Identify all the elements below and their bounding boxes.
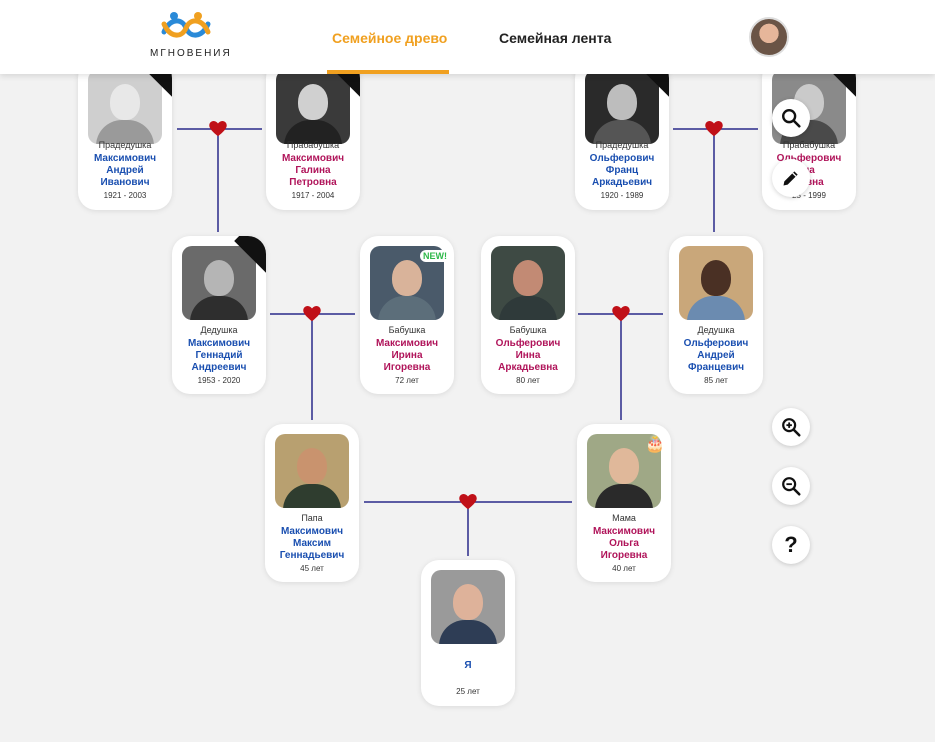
birthday-cake-icon: 🎂 xyxy=(645,436,665,453)
person-role: Бабушка xyxy=(388,325,426,335)
person-photo xyxy=(276,70,350,144)
person-dates: 1920 - 1989 xyxy=(600,191,644,200)
help-icon: ? xyxy=(784,532,798,557)
person-photo xyxy=(182,246,256,320)
zoom-in-button[interactable] xyxy=(772,408,810,446)
person-dates: 1921 - 2003 xyxy=(103,191,147,200)
couple-heart-icon xyxy=(459,494,477,510)
person-dates: 1953 - 2020 xyxy=(197,376,241,385)
edit-button[interactable] xyxy=(772,159,810,197)
zoom-out-icon xyxy=(782,477,801,496)
person-dates: 40 лет xyxy=(612,564,636,573)
person-role: Прадедушка xyxy=(595,140,649,150)
person-dates: 85 лет xyxy=(704,376,728,385)
person-card-me[interactable]: Я 25 лет xyxy=(421,560,515,706)
person-role: Папа xyxy=(301,513,323,523)
person-photo xyxy=(275,434,349,508)
couple-heart-icon xyxy=(612,306,630,322)
person-role: Прабабушка xyxy=(286,140,340,150)
tab-family-feed[interactable]: Семейная лента xyxy=(499,30,612,46)
person-dates: 45 лет xyxy=(300,564,324,573)
edit-pencil-icon xyxy=(783,171,798,186)
person-photo xyxy=(491,246,565,320)
person-photo xyxy=(431,570,505,644)
active-tab-indicator xyxy=(327,70,449,74)
user-avatar[interactable] xyxy=(749,17,789,57)
couple-heart-icon xyxy=(303,306,321,322)
tab-family-tree[interactable]: Семейное древо xyxy=(332,30,448,46)
person-name: Я xyxy=(464,660,472,671)
person-role: Прадедушка xyxy=(98,140,152,150)
new-badge: NEW! xyxy=(420,250,450,262)
person-role: Дедушка xyxy=(697,325,735,335)
search-icon xyxy=(782,109,801,128)
zoom-in-icon xyxy=(782,418,801,437)
person-role: Бабушка xyxy=(509,325,547,335)
zoom-out-button[interactable] xyxy=(772,467,810,505)
person-dates: 25 - 1999 xyxy=(792,191,826,200)
search-button[interactable] xyxy=(772,99,810,137)
person-photo xyxy=(679,246,753,320)
person-photo xyxy=(370,246,444,320)
app-logo[interactable]: МГНОВЕНИЯ xyxy=(150,10,232,62)
person-photo xyxy=(585,70,659,144)
help-button[interactable]: ? xyxy=(772,526,810,564)
top-header: МГНОВЕНИЯ Семейное древо Семейная лента xyxy=(0,0,935,74)
person-photo xyxy=(587,434,661,508)
person-dates: 25 лет xyxy=(456,687,480,696)
person-dates: 72 лет xyxy=(395,376,419,385)
couple-heart-icon xyxy=(705,121,723,137)
couple-heart-icon xyxy=(209,121,227,137)
person-dates: 80 лет xyxy=(516,376,540,385)
logo-text: МГНОВЕНИЯ xyxy=(150,48,232,59)
person-photo xyxy=(88,70,162,144)
person-dates: 1917 - 2004 xyxy=(291,191,335,200)
person-role: Прабабушка xyxy=(782,140,836,150)
person-role: Мама xyxy=(612,513,636,523)
person-role: Дедушка xyxy=(200,325,238,335)
logo-icon xyxy=(161,12,211,38)
